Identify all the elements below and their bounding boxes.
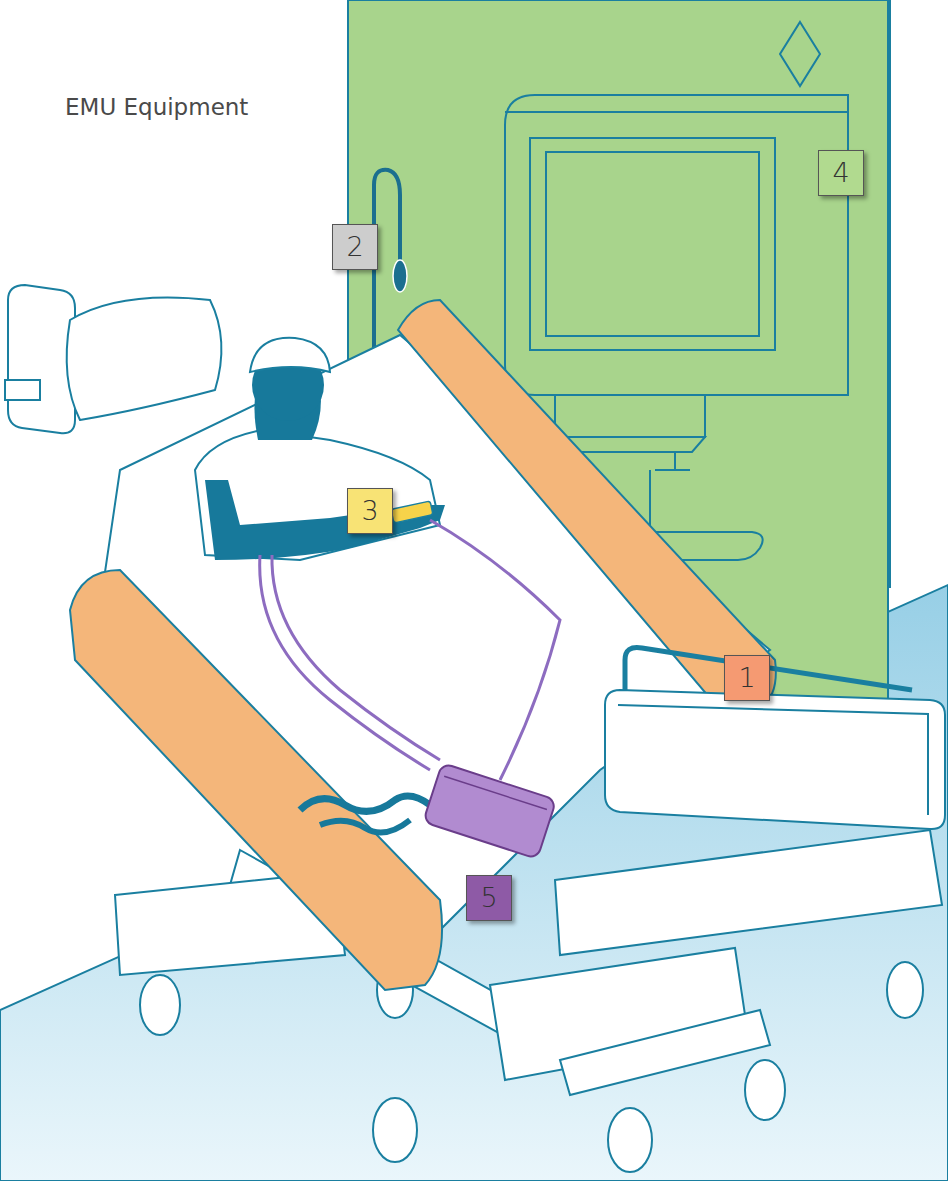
camera-head [393, 260, 407, 292]
callout-number: 2 [332, 224, 378, 270]
eeg-lead [430, 520, 560, 780]
wheel [373, 1098, 417, 1162]
monitor-screen [530, 138, 775, 350]
bed [5, 285, 945, 990]
monitor-screen-inner [546, 152, 759, 336]
headboard-rail [5, 380, 40, 400]
iv-site [391, 501, 433, 523]
base-block [560, 1010, 770, 1095]
recorder-body [423, 763, 556, 859]
eeg-cap [250, 338, 330, 372]
diagram-title: EMU Equipment [65, 94, 248, 120]
recorder-edge [444, 776, 547, 809]
far-side-rail [398, 300, 776, 710]
cable-coil [320, 820, 410, 833]
diamond-mark [780, 22, 820, 86]
patient [195, 338, 560, 859]
monitor-stand [555, 395, 705, 437]
footboard-edge [618, 705, 928, 815]
monitor-edge [505, 111, 848, 113]
monitor-housing [505, 95, 848, 395]
footboard [605, 690, 945, 829]
eeg-lead [272, 555, 440, 760]
callout-number: 5 [466, 875, 512, 921]
callout-number: 4 [818, 150, 864, 196]
wall-corner [889, 0, 891, 588]
pillow [67, 298, 222, 421]
shelf-bracket [655, 469, 690, 471]
wheel [140, 975, 180, 1035]
callout-number: 1 [724, 655, 770, 701]
eeg-recorder [423, 763, 556, 859]
arm [205, 480, 445, 560]
base-block [555, 830, 942, 955]
callout-number: 3 [347, 488, 393, 534]
bed-base [115, 830, 942, 1172]
cable-coil [300, 796, 430, 811]
near-side-rail [70, 570, 442, 990]
shelf-bracket [674, 452, 676, 470]
wheel [887, 962, 923, 1018]
wheel [745, 1060, 785, 1120]
wheel [608, 1108, 652, 1172]
headboard [8, 285, 75, 433]
